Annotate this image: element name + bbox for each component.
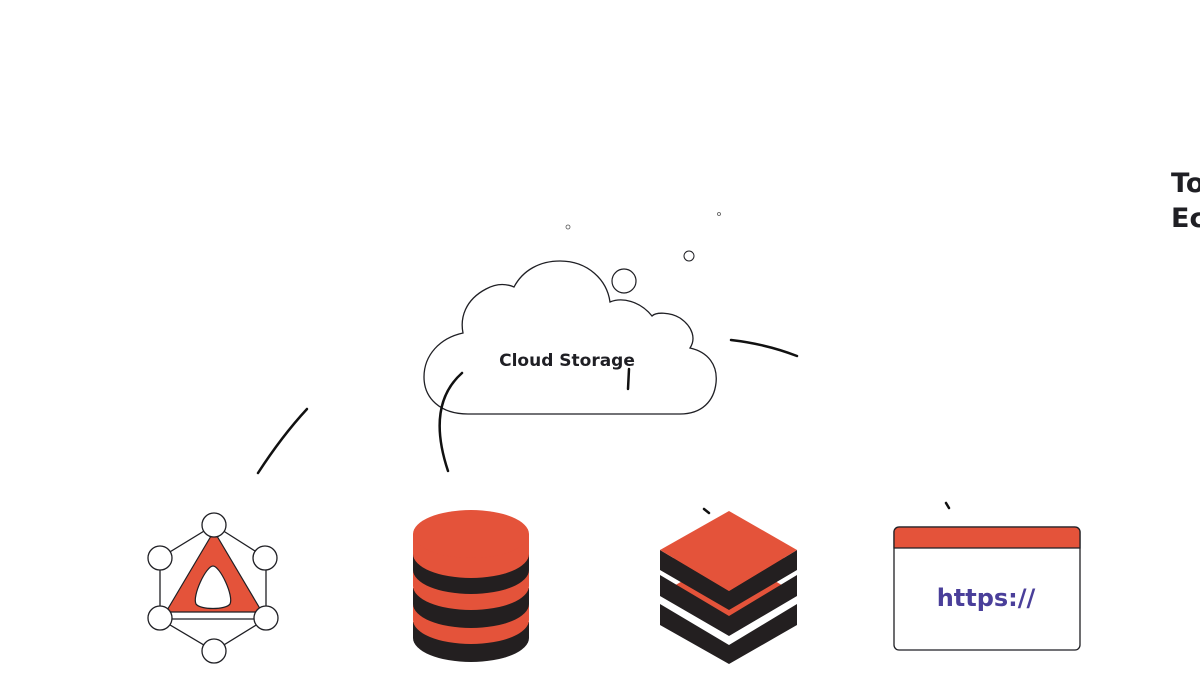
connector-line [944,501,951,510]
side-heading: To Ec [1171,166,1200,236]
connector-line [729,338,799,358]
floating-dot [611,268,637,294]
database-cylinder-icon [413,510,529,662]
side-heading-line-2: Ec [1171,203,1200,234]
floating-dot [565,224,571,230]
cloud-icon: Cloud Storage [423,260,717,415]
connector-line [626,367,631,391]
connector-line [256,407,309,475]
url-label: https:// [937,584,1036,612]
stacked-layers-icon [660,511,797,664]
cloud-label: Cloud Storage [499,351,635,371]
side-heading-line-1: To [1171,168,1200,199]
floating-dot [717,212,721,216]
floating-dot [683,250,695,262]
graphql-triangle-icon [147,512,279,664]
connector-line [702,507,711,515]
connector-line [438,371,464,473]
browser-window-icon: https:// [893,526,1081,651]
